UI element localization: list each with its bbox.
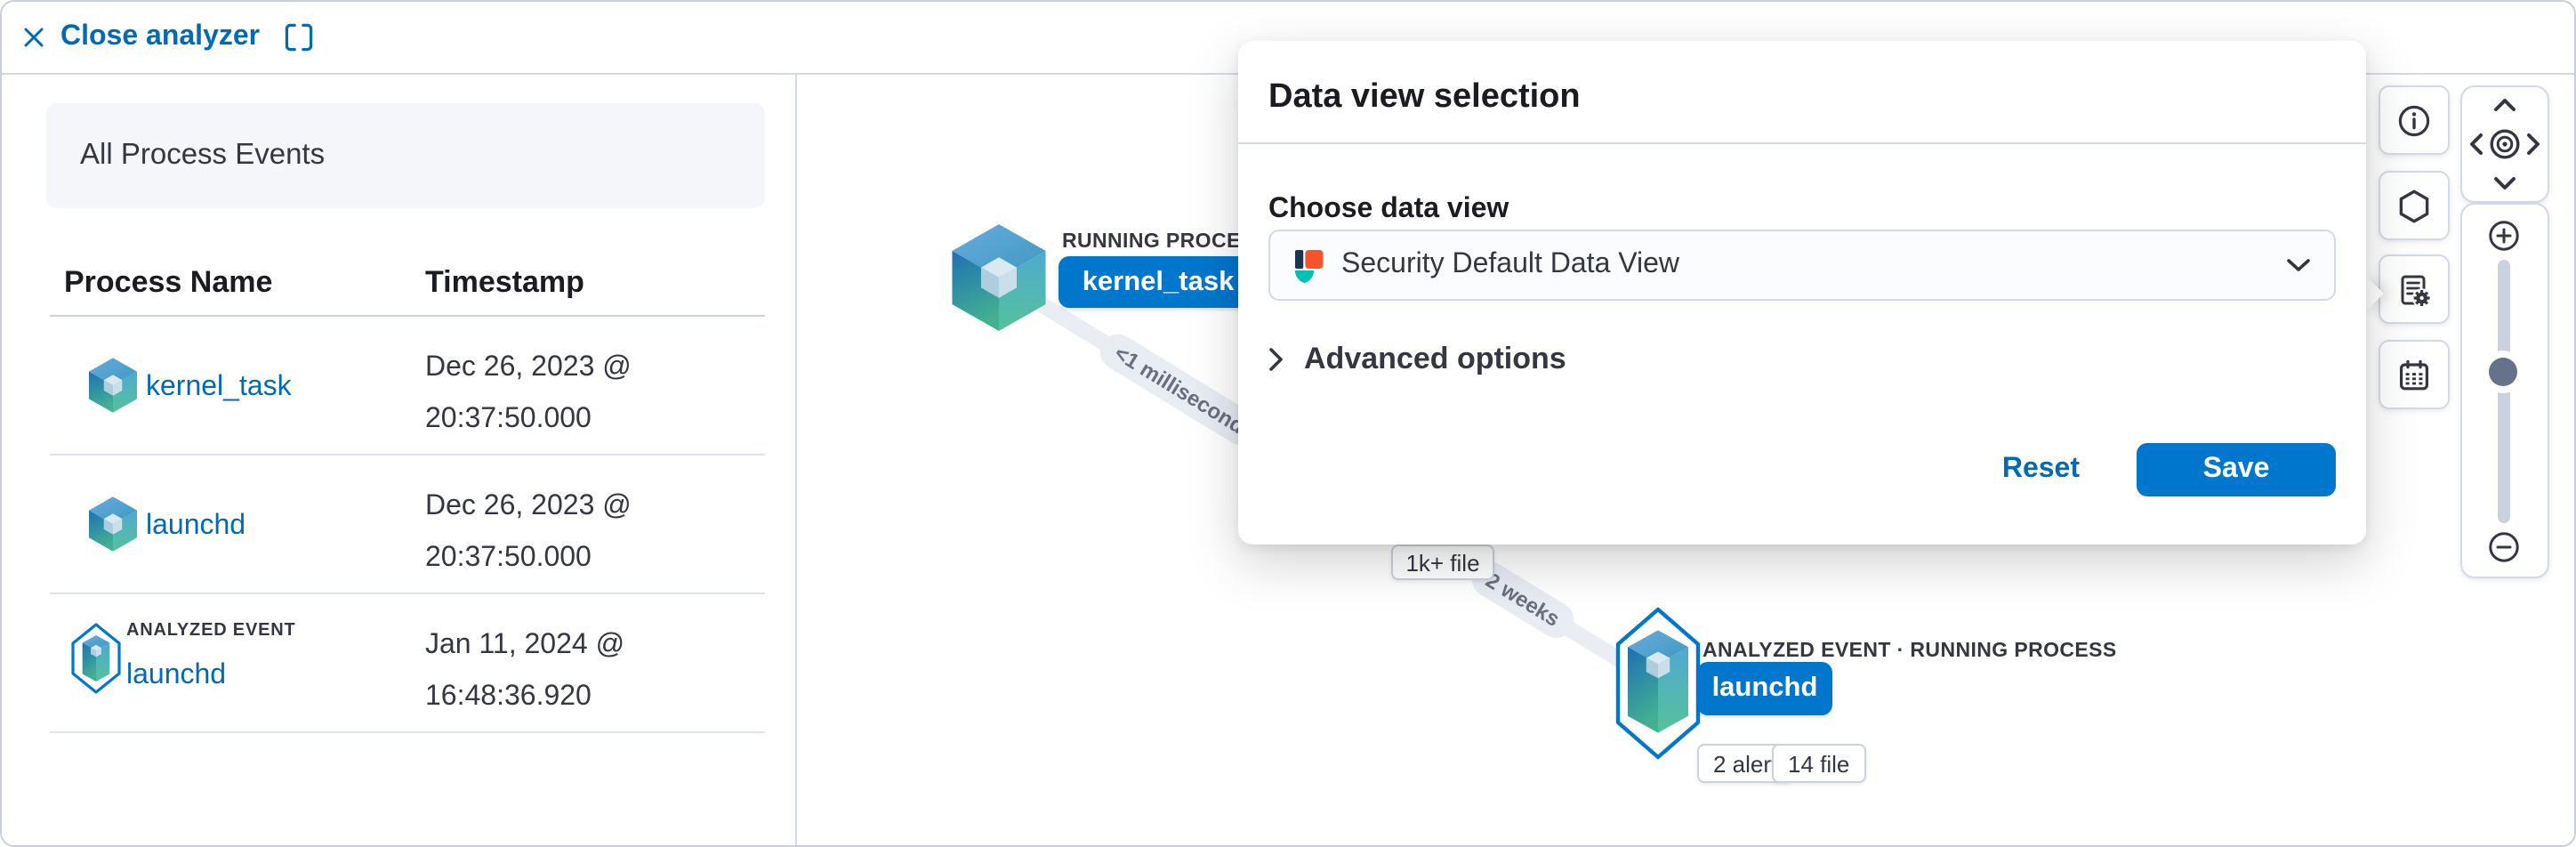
timestamp-cell: Jan 11, 2024 @ 16:48:36.920 (425, 619, 624, 722)
timestamp-cell: Dec 26, 2023 @ 20:37:50.000 (425, 480, 632, 584)
analyzed-event-label: ANALYZED EVENT (126, 621, 296, 641)
node-type-label: RUNNING PROCESS (1062, 231, 1269, 253)
zoom-controls (2460, 203, 2549, 578)
node-info-button[interactable] (2379, 85, 2450, 155)
table-row: ANALYZED EVENT launchd Jan 11, 2024 @ 16… (50, 593, 765, 733)
pan-down-button[interactable] (2492, 174, 2517, 192)
process-link[interactable]: kernel_task (146, 372, 292, 402)
pan-left-button[interactable] (2467, 132, 2485, 157)
data-view-select[interactable]: Security Default Data View (1268, 230, 2336, 301)
table-row: kernel_task Dec 26, 2023 @ 20:37:50.000 (50, 315, 765, 456)
timestamp-line2: 20:37:50.000 (425, 404, 592, 434)
process-events-panel: All Process Events Process Name Timestam… (2, 75, 797, 845)
table-row: launchd Dec 26, 2023 @ 20:37:50.000 (50, 454, 765, 594)
camera-controls (2460, 85, 2549, 203)
save-button[interactable]: Save (2137, 443, 2336, 496)
timestamp-line1: Dec 26, 2023 @ (425, 352, 632, 383)
process-node-button[interactable]: launchd (1697, 662, 1832, 715)
date-picker-button[interactable] (2379, 340, 2450, 409)
process-node-button[interactable]: kernel_task (1059, 256, 1258, 308)
close-icon (23, 27, 44, 48)
panel-title-label: All Process Events (80, 139, 326, 171)
minus-circle-icon (2489, 532, 2519, 562)
timestamp-line1: Jan 11, 2024 @ (425, 630, 625, 660)
close-analyzer-label: Close analyzer (60, 21, 261, 52)
data-view-selection-popover: Data view selection Choose data view Sec… (1238, 41, 2366, 544)
chevron-down-icon (2492, 174, 2517, 192)
info-icon (2396, 102, 2432, 138)
pan-right-button[interactable] (2524, 132, 2542, 157)
popover-footer: Reset Save (2002, 443, 2336, 496)
chevron-left-icon (2467, 132, 2485, 157)
column-header-process-name: Process Name (64, 265, 273, 299)
fullscreen-button[interactable] (285, 23, 313, 52)
zoom-slider-track[interactable] (2498, 260, 2510, 523)
file-count-badge[interactable]: 14 file (1772, 744, 1866, 783)
advanced-options-label: Advanced options (1304, 342, 1566, 375)
process-node-cube-icon[interactable] (952, 224, 1046, 340)
timestamp-line2: 20:37:50.000 (425, 543, 592, 573)
analyzed-event-hexagon-icon (71, 623, 121, 703)
advanced-options-toggle[interactable]: Advanced options (1268, 342, 1566, 377)
column-header-timestamp: Timestamp (425, 265, 584, 299)
chevron-down-icon (2286, 258, 2311, 272)
timestamp-line2: 16:48:36.920 (425, 682, 592, 712)
hexagon-icon (2396, 188, 2432, 223)
data-view-settings-button[interactable] (2379, 254, 2450, 324)
chevron-right-icon (1268, 347, 1284, 372)
node-type-label: ANALYZED EVENT · RUNNING PROCESS (1703, 641, 2117, 662)
table-header-divider (50, 315, 765, 317)
plus-circle-icon (2489, 221, 2519, 251)
reset-button[interactable]: Reset (2001, 454, 2080, 484)
process-link[interactable]: launchd (146, 511, 246, 541)
choose-data-view-label: Choose data view (1268, 194, 1509, 224)
panel-title: All Process Events (46, 103, 765, 208)
process-link[interactable]: launchd (126, 660, 227, 690)
fullscreen-icon (285, 23, 313, 52)
pan-up-button[interactable] (2492, 96, 2517, 114)
analyzed-node-hexagon-icon[interactable] (1615, 607, 1701, 769)
chevron-right-icon (2524, 132, 2542, 157)
security-logo-icon (1293, 247, 1325, 283)
chevron-up-icon (2492, 96, 2517, 114)
popover-divider (1238, 142, 2366, 144)
center-camera-button[interactable] (2489, 128, 2521, 160)
popover-title: Data view selection (1268, 78, 1581, 116)
process-cube-icon (89, 358, 137, 422)
timestamp-cell: Dec 26, 2023 @ 20:37:50.000 (425, 342, 632, 445)
selected-data-view-value: Security Default Data View (1341, 249, 1680, 279)
zoom-slider-thumb[interactable] (2489, 358, 2517, 386)
calendar-icon (2396, 357, 2432, 392)
schema-legend-button[interactable] (2379, 171, 2450, 240)
target-icon (2489, 128, 2521, 160)
timestamp-line1: Dec 26, 2023 @ (425, 491, 632, 521)
zoom-out-button[interactable] (2489, 532, 2519, 562)
close-analyzer-button[interactable]: Close analyzer (23, 21, 260, 53)
data-view-gear-icon (2396, 271, 2432, 307)
edge-file-count-badge[interactable]: 1k+ file (1391, 544, 1494, 580)
zoom-in-button[interactable] (2489, 221, 2519, 251)
process-cube-icon (89, 496, 137, 561)
